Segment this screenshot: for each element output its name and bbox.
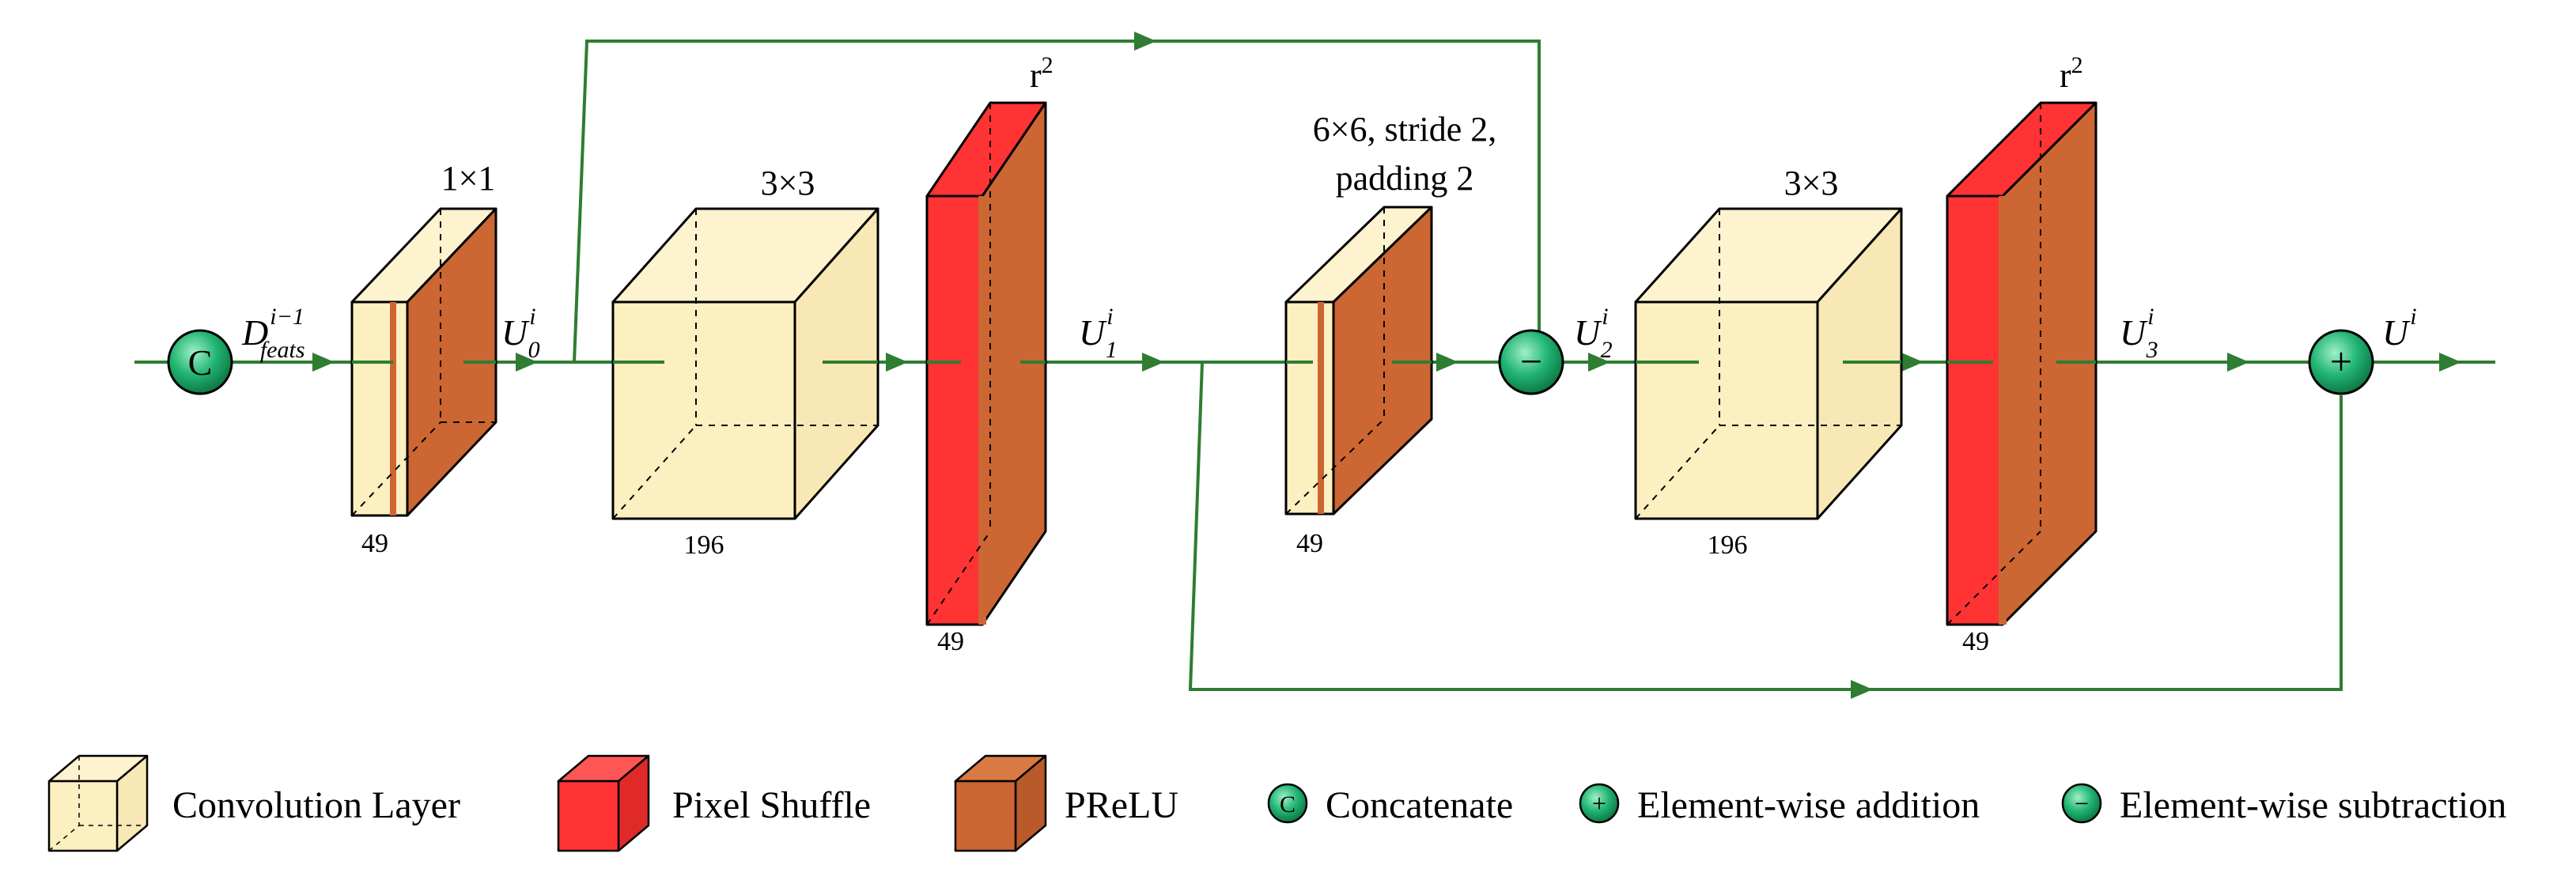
block-conv-1x1 (350, 207, 497, 517)
legend-shuffle-swatch (557, 754, 650, 852)
arrowhead (1142, 353, 1164, 372)
b5-channel-label: 196 (1708, 531, 1748, 560)
arrowhead (1588, 353, 1610, 372)
legend-conv-swatch (47, 754, 149, 852)
legend-conv-label: Convolution Layer (172, 784, 460, 826)
block-shuffle-a (925, 101, 1047, 626)
legend-concat-icon (1267, 783, 1308, 824)
legend-subtract-icon (2061, 783, 2102, 824)
b2-channel-label: 196 (684, 531, 724, 560)
concat-symbol: C (188, 342, 213, 383)
legend-prelu-swatch (954, 754, 1047, 852)
legend-concat-symbol: C (1280, 791, 1296, 818)
arrowhead (516, 353, 538, 372)
add-symbol: + (2330, 339, 2352, 383)
legend-add-label: Element-wise addition (1637, 784, 1980, 826)
add-node: + (2308, 329, 2374, 395)
legend-shuffle-label: Pixel Shuffle (672, 784, 871, 826)
block-conv-3x3-b (1634, 207, 1903, 520)
subtract-node: − (1498, 329, 1564, 395)
arrowhead (1436, 353, 1458, 372)
arrowhead (312, 353, 335, 372)
b4-kernel-label-1: 6×6, stride 2, (1313, 110, 1497, 149)
signal-u: Ui (2382, 304, 2417, 353)
flow-arrows (312, 32, 2461, 699)
subtract-symbol: − (1520, 339, 1542, 383)
arrowhead (1134, 32, 1156, 51)
legend-subtract-label: Element-wise subtraction (2120, 784, 2506, 826)
concat-node: C (167, 329, 233, 395)
b6-kernel-label: r2 (2060, 52, 2083, 95)
arrowhead (2227, 353, 2249, 372)
arrowhead (1901, 353, 1923, 372)
legend-subtract-symbol: − (2075, 789, 2089, 818)
b1-kernel-label: 1×1 (441, 159, 496, 198)
legend-add-icon (1579, 783, 1620, 824)
b3-kernel-label: r2 (1030, 52, 1053, 95)
block-conv-6x6 (1284, 206, 1433, 516)
block-shuffle-b (1946, 101, 2097, 626)
arrowhead (886, 353, 908, 372)
b1-channel-label: 49 (361, 529, 388, 558)
b2-kernel-label: 3×3 (761, 164, 815, 202)
legend-prelu-label: PReLU (1065, 784, 1178, 826)
legend-add-symbol: + (1592, 789, 1606, 818)
skip-line-upper (573, 40, 1541, 363)
b3-channel-label: 49 (937, 627, 964, 656)
b4-kernel-label-2: padding 2 (1336, 159, 1474, 198)
skip-line-lower (1188, 361, 2343, 691)
b4-channel-label: 49 (1296, 529, 1323, 558)
legend-concat-label: Concatenate (1326, 784, 1513, 826)
legend: Convolution Layer Pixel Shuffle PReLU C … (47, 754, 2506, 852)
arrowhead (1851, 680, 1873, 699)
arrowhead (2439, 353, 2461, 372)
b6-channel-label: 49 (1962, 627, 1989, 656)
b5-kernel-label: 3×3 (1784, 164, 1839, 202)
